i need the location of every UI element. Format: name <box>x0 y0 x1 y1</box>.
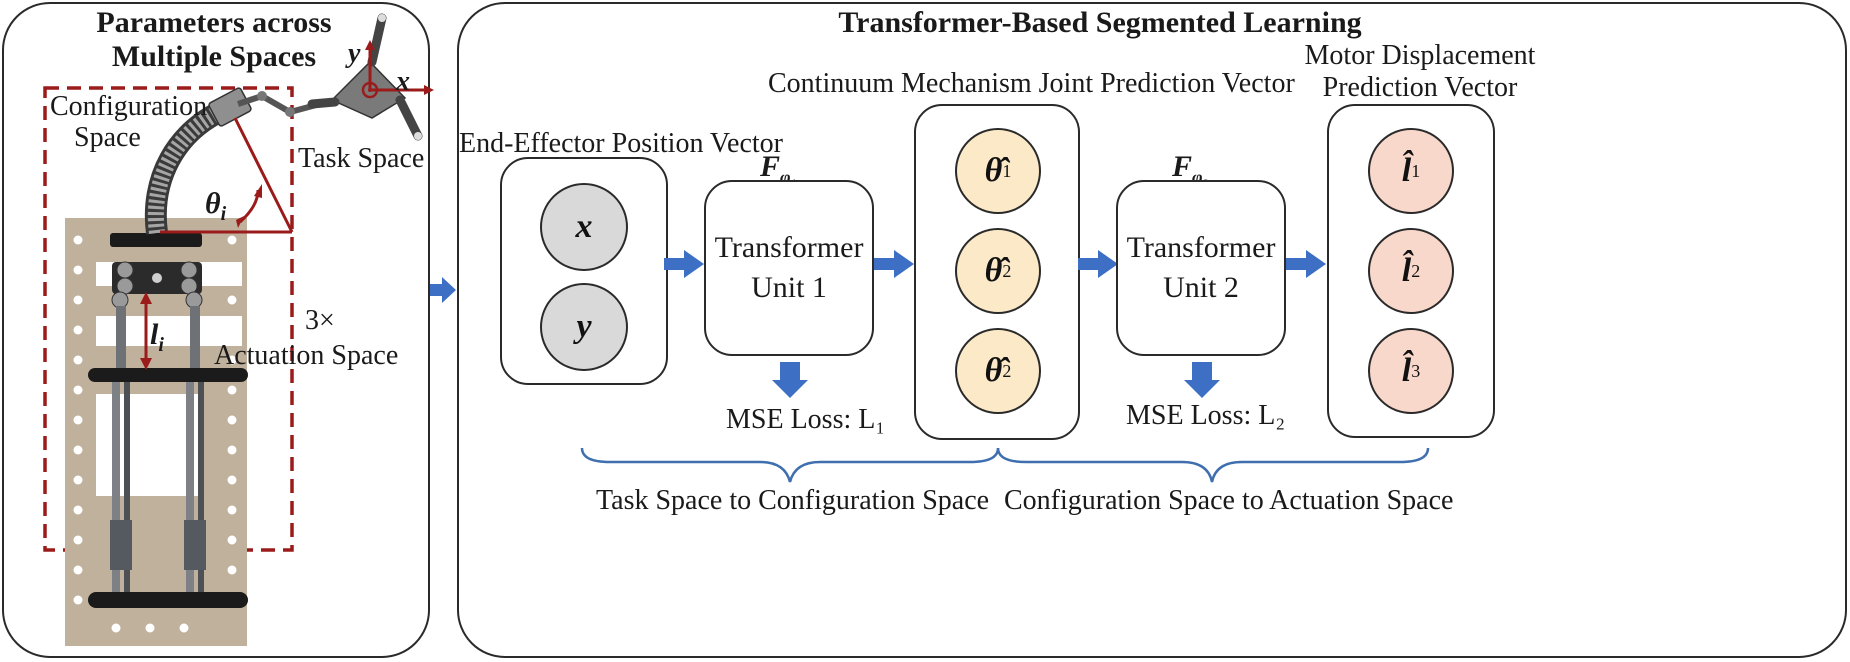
arrow-unit2-to-motor <box>1286 250 1326 278</box>
input-node-x: x <box>540 183 628 271</box>
config-space-label-line2: Space <box>74 122 141 153</box>
transformer-unit-1 <box>704 180 874 356</box>
parameters-title-line1: Parameters across <box>96 6 332 39</box>
parameters-title-line2: Multiple Spaces <box>111 40 317 73</box>
arrow-unit1-to-loss1 <box>772 362 808 398</box>
brace-task-to-config <box>580 447 1000 483</box>
brace-label-task-to-config: Task Space to Configuration Space <box>596 485 990 516</box>
brace-label-config-to-actuation: Configuration Space to Actuation Space <box>1004 485 1454 516</box>
motor-vector-label-line1: Motor Displacement <box>1304 40 1536 71</box>
joint-node-theta3: θ̂2 <box>955 328 1041 414</box>
transformer-unit-2-label: Transformer Unit 2 <box>1126 231 1276 304</box>
motor-node-l3: l̂3 <box>1368 328 1454 414</box>
transformer-unit-2 <box>1116 180 1286 356</box>
mechanism-illustration <box>43 13 434 646</box>
segment-braces <box>580 447 1430 483</box>
panel-connector-arrow <box>430 277 456 303</box>
task-space-label: Task Space <box>298 143 425 174</box>
joint-node-theta1: θ̂1 <box>955 128 1041 214</box>
transformer-panel-title: Transformer-Based Segmented Learning <box>838 6 1362 39</box>
actuation-space-label: Actuation Space <box>214 340 399 371</box>
input-node-y: y <box>540 283 628 371</box>
input-vector-label: End-Effector Position Vector <box>459 128 784 159</box>
brace-config-to-actuation <box>996 447 1430 483</box>
y-axis-label: y <box>348 38 361 69</box>
config-dashed-boundary <box>43 86 294 552</box>
arrow-joint-to-unit2 <box>1078 250 1118 278</box>
mse-loss-2: MSE Loss: L₂ <box>1126 400 1286 431</box>
x-axis-label: x <box>396 66 410 97</box>
motor-node-l1: l̂1 <box>1368 128 1454 214</box>
arrow-input-to-unit1 <box>664 250 704 278</box>
theta-i-label: θi <box>205 187 227 225</box>
joint-vector-label: Continuum Mechanism Joint Prediction Vec… <box>768 68 1295 99</box>
motor-vector-label-line2: Prediction Vector <box>1322 72 1518 103</box>
l-i-label: li <box>150 318 164 356</box>
actuation-multiplier: 3× <box>305 305 335 336</box>
motor-node-l2: l̂2 <box>1368 228 1454 314</box>
mse-loss-1: MSE Loss: L₁ <box>726 404 886 435</box>
transformer-unit-1-label: Transformer Unit 1 <box>714 231 864 304</box>
arrow-unit1-to-joint <box>874 250 914 278</box>
config-space-label-line1: Configuration <box>50 91 208 122</box>
joint-node-theta2: θ̂2 <box>955 228 1041 314</box>
arrow-unit2-to-loss2 <box>1184 362 1220 398</box>
